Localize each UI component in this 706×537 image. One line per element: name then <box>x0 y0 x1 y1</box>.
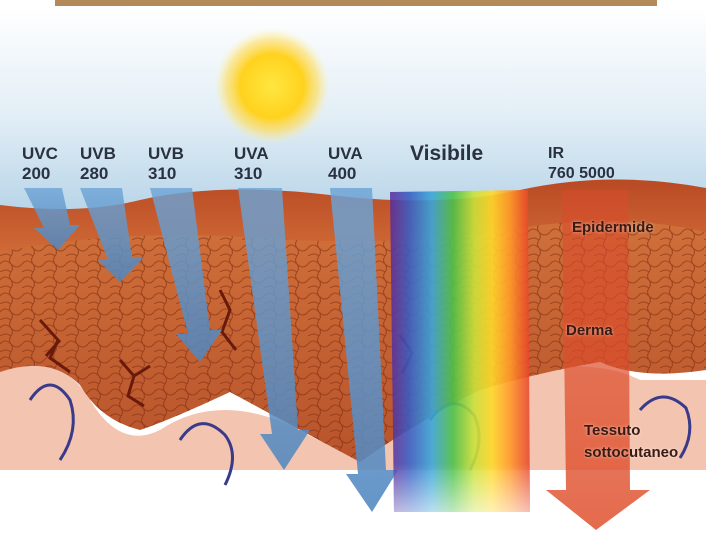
visible-spectrum-beam <box>390 190 530 512</box>
ray-label-ir: IR 760 5000 <box>548 144 615 184</box>
layer-label-epidermis: Epidermide <box>572 219 654 236</box>
layer-label-line: Tessuto <box>584 420 706 442</box>
ray-label-uvb-280: UVB 280 <box>80 144 116 184</box>
ray-wavelength: 280 <box>80 164 116 184</box>
ray-type: UVC <box>22 144 58 164</box>
visible-label: Visibile <box>410 142 483 166</box>
ray-wavelength: 310 <box>148 164 184 184</box>
ray-wavelength: 310 <box>234 164 269 184</box>
ray-label-uva-400: UVA 400 <box>328 144 363 184</box>
ray-type: UVB <box>148 144 184 164</box>
ray-wavelength: 200 <box>22 164 58 184</box>
ray-label-uvc: UVC 200 <box>22 144 58 184</box>
ray-type: UVB <box>80 144 116 164</box>
sun-icon <box>214 28 330 144</box>
ray-type: IR <box>548 144 615 164</box>
ray-label-uva-310: UVA 310 <box>234 144 269 184</box>
layer-label-line: sottocutaneo <box>584 442 706 464</box>
ray-type: UVA <box>234 144 269 164</box>
ray-wavelength: 760 5000 <box>548 164 615 184</box>
ray-type: UVA <box>328 144 363 164</box>
ray-label-uvb-310: UVB 310 <box>148 144 184 184</box>
layer-label-dermis: Derma <box>566 322 613 339</box>
ray-wavelength: 400 <box>328 164 363 184</box>
top-strip <box>55 0 657 6</box>
layer-label-subcutaneous: Tessuto sottocutaneo <box>584 420 706 464</box>
